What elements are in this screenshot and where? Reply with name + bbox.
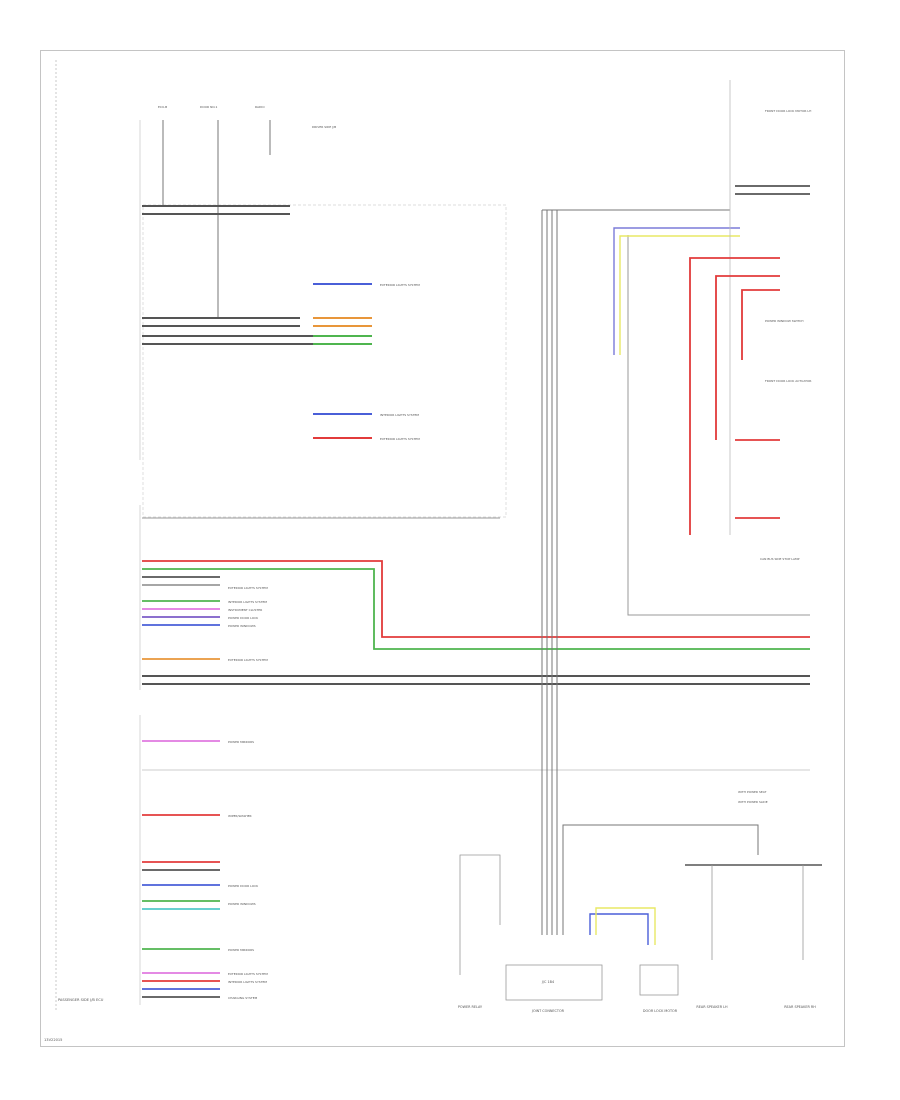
svg-text:EXTERIOR LIGHTS SYSTEM: EXTERIOR LIGHTS SYSTEM bbox=[228, 586, 268, 590]
svg-text:DOOR NO.1: DOOR NO.1 bbox=[200, 105, 218, 109]
mid-stubs bbox=[142, 576, 220, 998]
crossing-wires bbox=[142, 560, 810, 771]
svg-text:J/C 1B4: J/C 1B4 bbox=[541, 980, 554, 984]
svg-text:FRONT DOOR LOCK MOTOR LH: FRONT DOOR LOCK MOTOR LH bbox=[765, 109, 811, 113]
system-labels: EXTERIOR LIGHTS SYSTEM INTERIOR LIGHTS S… bbox=[228, 283, 420, 1000]
legend: WITH POWER SEAT WITH POWER SLIDE bbox=[738, 790, 768, 804]
svg-text:EXTERIOR LIGHTS SYSTEM: EXTERIOR LIGHTS SYSTEM bbox=[228, 658, 268, 662]
svg-text:WIPER/WASHER: WIPER/WASHER bbox=[228, 814, 252, 818]
svg-text:POWER MIRRORS: POWER MIRRORS bbox=[228, 948, 254, 952]
svg-text:RADIO: RADIO bbox=[255, 105, 265, 109]
top-right-wires bbox=[689, 185, 810, 535]
svg-text:POWER WINDOWS: POWER WINDOWS bbox=[228, 902, 256, 906]
top-feed-labels: ECU-B DOOR NO.1 RADIO DRIVER SIDE J/B bbox=[158, 105, 336, 129]
svg-text:REAR SPEAKER LH: REAR SPEAKER LH bbox=[696, 1005, 728, 1009]
svg-text:JOINT CONNECTOR: JOINT CONNECTOR bbox=[531, 1009, 565, 1013]
svg-text:INTERIOR LIGHTS SYSTEM: INTERIOR LIGHTS SYSTEM bbox=[228, 980, 267, 984]
svg-text:POWER WINDOW SWITCH: POWER WINDOW SWITCH bbox=[765, 319, 804, 323]
svg-text:ECU-B: ECU-B bbox=[158, 105, 167, 109]
svg-text:INTERIOR LIGHTS SYSTEM: INTERIOR LIGHTS SYSTEM bbox=[228, 600, 267, 604]
upper-subsystem-box bbox=[142, 204, 507, 518]
top-feeds bbox=[162, 120, 271, 318]
svg-text:WITH POWER SLIDE: WITH POWER SLIDE bbox=[738, 800, 768, 804]
bottom-components: J/C 1B4 JOINT CONNECTOR DOOR LOCK MOTOR … bbox=[458, 854, 822, 1013]
svg-text:POWER DOOR LOCK: POWER DOOR LOCK bbox=[228, 884, 259, 888]
footer-code: 13V22015 bbox=[44, 1038, 62, 1042]
svg-text:POWER WINDOWS: POWER WINDOWS bbox=[228, 624, 256, 628]
svg-text:DOOR LOCK MOTOR: DOOR LOCK MOTOR bbox=[643, 1009, 678, 1013]
diagram-frame bbox=[40, 50, 845, 1047]
svg-text:CHARGING SYSTEM: CHARGING SYSTEM bbox=[228, 996, 258, 1000]
svg-text:POWER RELAY: POWER RELAY bbox=[458, 1005, 483, 1009]
top-right-column: FRONT DOOR LOCK MOTOR LH POWER WINDOW SW… bbox=[729, 80, 811, 561]
svg-text:WITH POWER SEAT: WITH POWER SEAT bbox=[738, 790, 767, 794]
main-unit-label: PASSENGER SIDE J/B ECU bbox=[58, 998, 104, 1002]
svg-text:DRIVER SIDE J/B: DRIVER SIDE J/B bbox=[312, 125, 336, 129]
central-bundle bbox=[541, 209, 810, 935]
svg-text:CAN BUS SIDE STOP LAMP: CAN BUS SIDE STOP LAMP bbox=[760, 557, 800, 561]
upper-wires bbox=[142, 205, 500, 519]
svg-text:INTERIOR LIGHTS SYSTEM: INTERIOR LIGHTS SYSTEM bbox=[380, 413, 419, 417]
svg-text:POWER MIRRORS: POWER MIRRORS bbox=[228, 740, 254, 744]
svg-text:INSTRUMENT CLUSTER: INSTRUMENT CLUSTER bbox=[228, 608, 262, 612]
svg-text:EXTERIOR LIGHTS SYSTEM: EXTERIOR LIGHTS SYSTEM bbox=[380, 437, 420, 441]
svg-text:FRONT DOOR LOCK ACTUATOR: FRONT DOOR LOCK ACTUATOR bbox=[765, 379, 811, 383]
svg-text:EXTERIOR LIGHTS SYSTEM: EXTERIOR LIGHTS SYSTEM bbox=[228, 972, 268, 976]
svg-text:REAR SPEAKER RH: REAR SPEAKER RH bbox=[784, 1005, 816, 1009]
center-colored-feeds bbox=[589, 227, 740, 945]
svg-text:POWER DOOR LOCK: POWER DOOR LOCK bbox=[228, 616, 259, 620]
svg-text:EXTERIOR LIGHTS SYSTEM: EXTERIOR LIGHTS SYSTEM bbox=[380, 283, 420, 287]
